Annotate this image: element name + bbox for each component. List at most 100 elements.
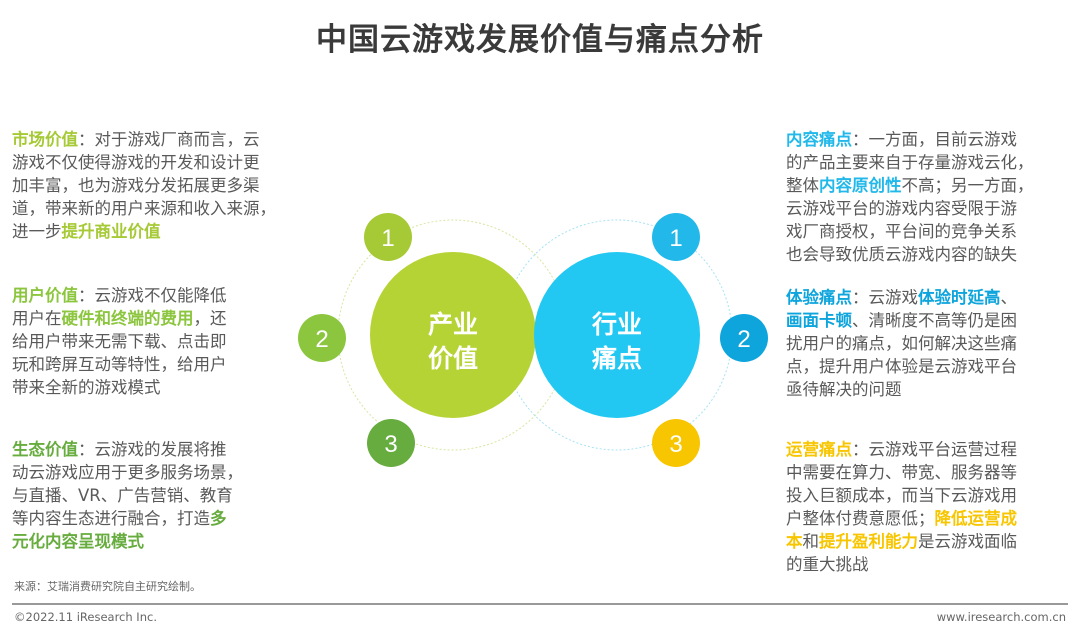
highlight-text: 体验痛点 [786, 288, 852, 307]
text-line: 加丰富，也为游戏分发拓展更多渠 [12, 174, 276, 197]
body-text: 亟待解决的问题 [786, 380, 902, 399]
body-text: 戏厂商授权，平台间的竞争关系 [786, 222, 1017, 241]
source-note: 来源：艾瑞消费研究院自主研究绘制。 [14, 580, 201, 593]
body-text: 云游戏平台的游戏内容受限于游 [786, 199, 1017, 218]
left-number-badge-1 [364, 213, 412, 261]
body-text: 进一步 [12, 222, 62, 241]
website-link[interactable]: www.iresearch.com.cn [936, 610, 1066, 624]
industry-value-circle [370, 252, 536, 418]
experience-painpoint-text: 体验痛点：云游戏体验时延高、画面卡顿、清晰度不高等仍是困扰用户的痛点，如何解决这… [786, 286, 1017, 401]
highlight-text: 体验时延高 [918, 288, 1001, 307]
text-line: 动云游戏应用于更多服务场景， [12, 461, 243, 484]
body-text: 投入巨额成本，而当下云游戏用 [786, 486, 1017, 505]
highlight-text: 提升盈利能力 [819, 532, 918, 551]
text-line: 点，提升用户体验是云游戏平台 [786, 355, 1017, 378]
body-text: 、清晰度不高等仍是困 [852, 311, 1017, 330]
body-text: 整体 [786, 176, 819, 195]
left-number-badge-2 [298, 314, 346, 362]
left-circle-line1: 产业 [428, 310, 478, 339]
highlight-text: 提升商业价值 [61, 222, 161, 241]
highlight-text: 内容原创性 [819, 176, 902, 195]
body-text: 与直播、VR、广告营销、教育 [12, 486, 233, 505]
body-text: 道，带来新的用户来源和收入来源， [12, 199, 276, 218]
text-line: 用户在硬件和终端的费用，还 [12, 307, 227, 330]
text-line: 投入巨额成本，而当下云游戏用 [786, 484, 1017, 507]
text-line: 市场价值：对于游戏厂商而言，云 [12, 128, 276, 151]
highlight-text: 元化内容呈现模式 [12, 532, 144, 551]
body-text: 点，提升用户体验是云游戏平台 [786, 357, 1017, 376]
text-line: 带来全新的游戏模式 [12, 376, 227, 399]
body-text: 游戏不仅使得游戏的开发和设计更 [12, 153, 260, 172]
text-line: 亟待解决的问题 [786, 378, 1017, 401]
highlight-text: 本 [786, 532, 803, 551]
highlight-text: 市场价值 [12, 130, 78, 149]
right-circle-line1: 行业 [591, 310, 642, 339]
operations-painpoint-text: 运营痛点：云游戏平台运营过程中需要在算力、带宽、服务器等投入巨额成本，而当下云游… [786, 438, 1017, 576]
text-line: 游戏不仅使得游戏的开发和设计更 [12, 151, 276, 174]
text-line: 道，带来新的用户来源和收入来源， [12, 197, 276, 220]
text-line: 的重大挑战 [786, 553, 1017, 576]
highlight-text: 画面卡顿 [786, 311, 852, 330]
body-text: 扰用户的痛点，如何解决这些痛 [786, 334, 1017, 353]
body-text: 不高；另一方面， [901, 176, 1034, 195]
market-value-text: 市场价值：对于游戏厂商而言，云游戏不仅使得游戏的开发和设计更加丰富，也为游戏分发… [12, 128, 276, 243]
text-line: 内容痛点：一方面，目前云游戏 [786, 128, 1034, 151]
user-value-text: 用户价值：云游戏不仅能降低用户在硬件和终端的费用，还给用户带来无需下载、点击即玩… [12, 284, 227, 399]
body-text: ：一方面，目前云游戏 [852, 130, 1017, 149]
text-line: 的产品主要来自于存量游戏云化， [786, 151, 1034, 174]
body-text: 用户在 [12, 309, 62, 328]
text-line: 本和提升盈利能力是云游戏面临 [786, 530, 1017, 553]
body-text: ：云游戏不仅能降低 [78, 286, 227, 305]
left-number-3: 3 [384, 431, 397, 458]
text-line: 戏厂商授权，平台间的竞争关系 [786, 220, 1034, 243]
right-circle-line2: 痛点 [592, 344, 642, 373]
body-text: ：云游戏平台运营过程 [852, 440, 1017, 459]
body-text: 户整体付费意愿低； [786, 509, 935, 528]
text-line: 运营痛点：云游戏平台运营过程 [786, 438, 1017, 461]
body-text: 、 [1000, 288, 1018, 307]
body-text: 的重大挑战 [786, 555, 869, 574]
left-number-badge-3 [367, 419, 415, 467]
text-line: 户整体付费意愿低；降低运营成 [786, 507, 1017, 530]
copyright: ©2022.11 iResearch Inc. [14, 610, 157, 624]
right-number-1: 1 [669, 225, 682, 252]
text-line: 体验痛点：云游戏体验时延高、 [786, 286, 1017, 309]
body-text: 中需要在算力、带宽、服务器等 [786, 463, 1017, 482]
right-number-2: 2 [737, 326, 750, 353]
text-line: 也会导致优质云游戏内容的缺失 [786, 243, 1034, 266]
content-painpoint-text: 内容痛点：一方面，目前云游戏的产品主要来自于存量游戏云化，整体内容原创性不高；另… [786, 128, 1034, 266]
left-number-1: 1 [381, 225, 394, 252]
text-line: 进一步提升商业价值 [12, 220, 276, 243]
highlight-text: 硬件和终端的费用 [61, 309, 194, 328]
right-number-badge-3 [652, 419, 700, 467]
body-text: 给用户带来无需下载、点击即 [12, 332, 227, 351]
text-line: 云游戏平台的游戏内容受限于游 [786, 197, 1034, 220]
text-line: 扰用户的痛点，如何解决这些痛 [786, 332, 1017, 355]
text-line: 整体内容原创性不高；另一方面， [786, 174, 1034, 197]
footer-divider [12, 603, 1068, 605]
industry-painpoint-circle [534, 252, 700, 418]
body-text: 也会导致优质云游戏内容的缺失 [786, 245, 1017, 264]
highlight-text: 降低运营成 [934, 509, 1018, 528]
text-line: 与直播、VR、广告营销、教育 [12, 484, 243, 507]
right-number-badge-1 [652, 213, 700, 261]
body-text: ：云游戏 [852, 288, 918, 307]
highlight-text: 内容痛点 [786, 130, 852, 149]
body-text: 是云游戏面临 [918, 532, 1017, 551]
highlight-text: 多 [210, 509, 227, 528]
body-text: 加丰富，也为游戏分发拓展更多渠 [12, 176, 260, 195]
text-line: 元化内容呈现模式 [12, 530, 243, 553]
body-text: ：云游戏的发展将推 [78, 440, 227, 459]
left-circle-line2: 价值 [428, 344, 478, 373]
text-line: 生态价值：云游戏的发展将推 [12, 438, 243, 461]
body-text: ：对于游戏厂商而言，云 [78, 130, 260, 149]
body-text: ，还 [193, 309, 227, 328]
right-number-3: 3 [669, 431, 682, 458]
text-line: 给用户带来无需下载、点击即 [12, 330, 227, 353]
body-text: 和 [802, 532, 820, 551]
body-text: 等内容生态进行融合，打造 [12, 509, 210, 528]
text-line: 画面卡顿、清晰度不高等仍是困 [786, 309, 1017, 332]
highlight-text: 生态价值 [12, 440, 78, 459]
text-line: 用户价值：云游戏不仅能降低 [12, 284, 227, 307]
